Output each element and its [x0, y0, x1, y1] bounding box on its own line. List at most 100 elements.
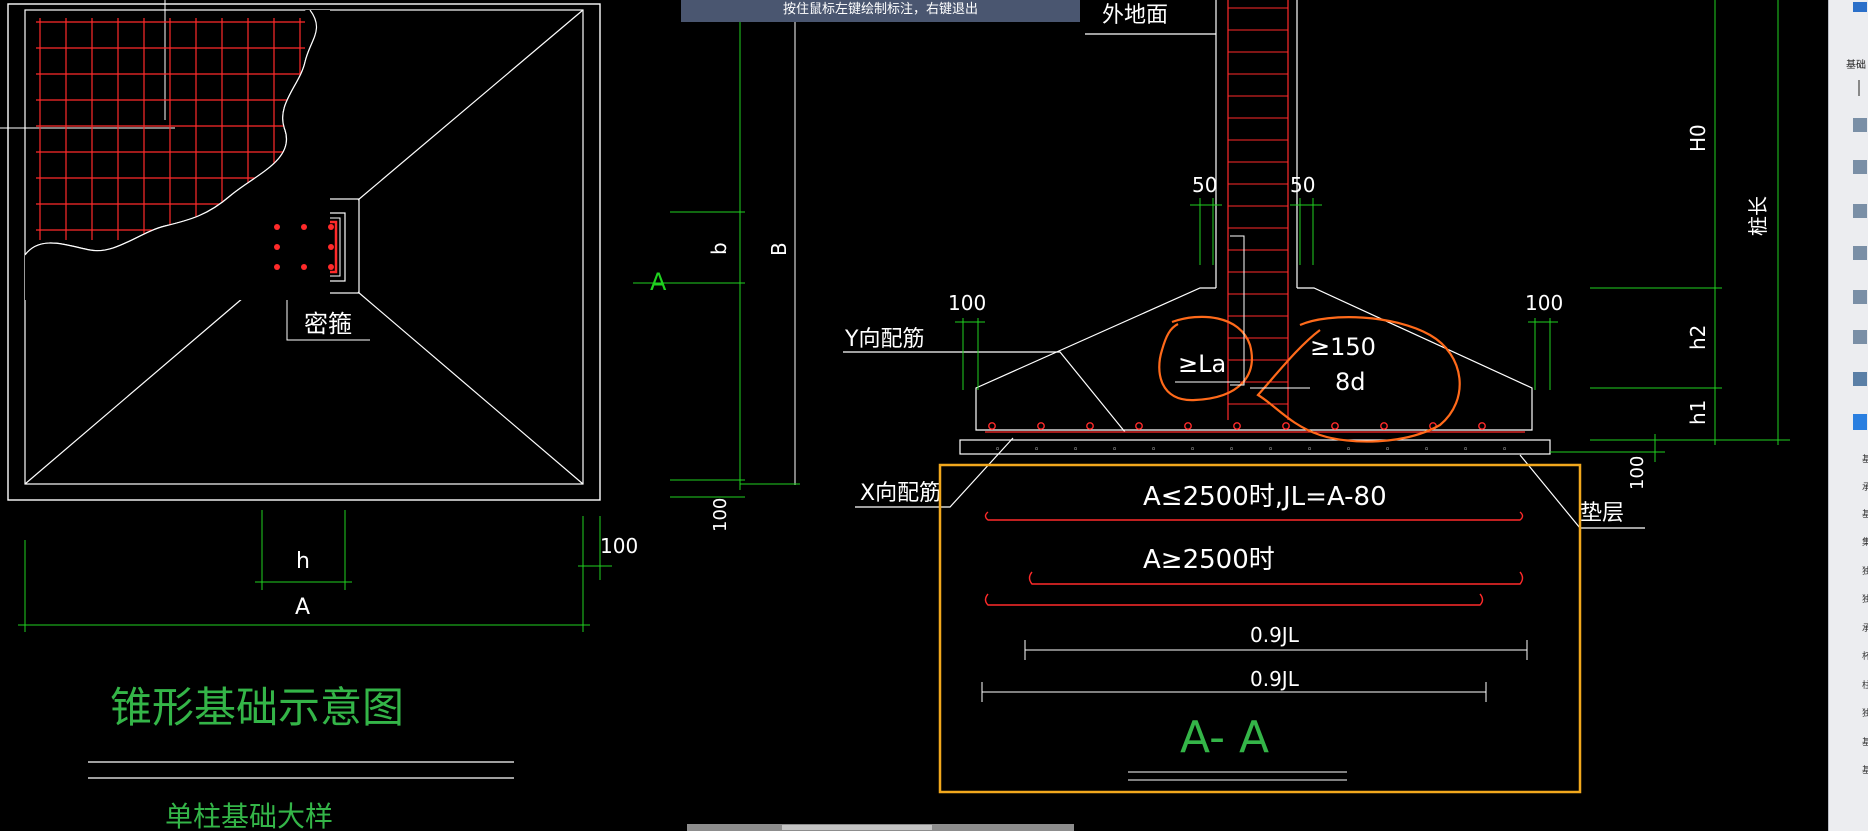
- panel-row-9[interactable]: 柱: [1862, 681, 1868, 691]
- ground-label: 外地面: [1102, 3, 1168, 28]
- column-bar: [274, 224, 280, 230]
- grid-mask: [25, 10, 330, 300]
- section-view: [843, 0, 1645, 529]
- wall-icon: [1853, 290, 1867, 304]
- break-line: [24, 9, 318, 256]
- cushion-mark: ◦: [1385, 445, 1390, 455]
- bottom-bar: [1331, 422, 1339, 430]
- panel-row-1[interactable]: 基: [1862, 455, 1868, 465]
- plan-rebar-grid: [24, 9, 330, 300]
- la-note: ≥La: [1178, 350, 1226, 378]
- cushion-mark: ◦: [1424, 445, 1429, 455]
- column-bar: [328, 244, 334, 250]
- detail-dims: [981, 640, 1528, 781]
- main-title: 锥形基础示意图: [110, 683, 404, 732]
- note-8d: 8d: [1335, 368, 1366, 396]
- bottom-bar: [988, 422, 996, 430]
- h0-label: H0: [1686, 124, 1710, 152]
- column-bar: [274, 244, 280, 250]
- plan-dim-a: A: [295, 595, 310, 620]
- panel-row-5[interactable]: 独: [1862, 567, 1868, 577]
- mid-dim-b-large: B: [767, 242, 791, 256]
- detail-highlight-box[interactable]: [938, 463, 1582, 794]
- la-bracket: [1175, 235, 1310, 389]
- detail-rebars: [984, 511, 1524, 606]
- y-rebar-label: Y向配筋: [844, 327, 924, 352]
- bottom-bar: [1233, 422, 1241, 430]
- bottom-bar: [1135, 422, 1143, 430]
- column-bar: [328, 224, 334, 230]
- dim-100-left: 100: [948, 291, 986, 315]
- mid-dim-100: 100: [710, 498, 731, 532]
- cushion-mark: ◦: [1073, 445, 1078, 455]
- dim-100-right: 100: [1525, 291, 1563, 315]
- cushion-mark: ◦: [1229, 445, 1234, 455]
- column-bar: [328, 264, 334, 270]
- cushion-mark: ◦: [1463, 445, 1468, 455]
- mid-dim-a: A: [650, 268, 667, 296]
- horizontal-scrollbar[interactable]: [687, 824, 1074, 831]
- middle-dims: [633, 0, 800, 498]
- pile-label: 桩长: [1746, 196, 1770, 236]
- cube-icon: [1853, 414, 1867, 430]
- panel-top-label: 基础: [1846, 60, 1866, 71]
- note-150: ≥150: [1310, 333, 1376, 361]
- panel-row-4[interactable]: 集: [1862, 538, 1868, 548]
- slab-icon: [1853, 204, 1867, 218]
- cushion-mark: ◦: [1112, 445, 1117, 455]
- scroll-thumb[interactable]: [782, 825, 932, 830]
- cushion-mark: ◦: [1151, 445, 1156, 455]
- h1-label: h1: [1686, 400, 1710, 425]
- panel-row-12[interactable]: 基: [1862, 766, 1868, 776]
- section-rebar: [985, 0, 1525, 433]
- beam-icon: [1853, 160, 1867, 174]
- cushion-mark: ◦: [1034, 445, 1039, 455]
- detail-dim-1: 0.9JL: [1250, 623, 1300, 647]
- panel-row-3[interactable]: 基: [1862, 510, 1868, 520]
- cushion-mark: ◦: [1307, 445, 1312, 455]
- cushion-mark: ◦: [1268, 445, 1273, 455]
- cushion-mark: ◦: [995, 445, 1000, 455]
- column-bars: [274, 224, 334, 270]
- section-dims: [955, 0, 1790, 462]
- bottom-bar: [1282, 422, 1290, 430]
- command-tooltip: 按住鼠标左键绘制标注，右键退出: [681, 0, 1080, 22]
- footing-icon: [1853, 118, 1867, 132]
- x-rebar-label: X向配筋: [860, 481, 941, 506]
- plan-dim-100: 100: [600, 534, 638, 558]
- sub-title: 单柱基础大样: [165, 800, 333, 831]
- panel-row-6[interactable]: 独: [1862, 595, 1868, 605]
- stirrup-label: 密箍: [304, 310, 352, 338]
- section-bars: [988, 422, 1486, 430]
- column-bar: [301, 264, 307, 270]
- section-rebar-hatch: ◦ ◦ ◦ ◦ ◦ ◦ ◦ ◦ ◦ ◦ ◦ ◦ ◦ ◦: [995, 7, 1507, 455]
- cushion-mark: ◦: [1346, 445, 1351, 455]
- panel-row-10[interactable]: 独: [1862, 709, 1868, 719]
- block-icon: [1853, 246, 1867, 260]
- dim-100-bottom: 100: [1627, 456, 1648, 490]
- panel-row-8[interactable]: 杯: [1862, 652, 1868, 662]
- panel-row-11[interactable]: 基: [1862, 738, 1868, 748]
- cushion-mark: ◦: [1190, 445, 1195, 455]
- orange-markup: [1158, 315, 1461, 443]
- h2-label: h2: [1686, 325, 1710, 350]
- detail-title: A- A: [1180, 712, 1269, 763]
- panel-icons: [1853, 2, 1867, 430]
- detail-dim-2: 0.9JL: [1250, 667, 1300, 691]
- plan-dim-h: h: [296, 549, 310, 574]
- column-bar: [301, 224, 307, 230]
- cushion-mark: ◦: [1502, 445, 1507, 455]
- mid-dim-b-small: b: [707, 242, 731, 255]
- dim-50-right: 50: [1290, 173, 1315, 197]
- right-tool-panel[interactable]: 基础 基 承 基 集 独 独 承 杯 柱 独 基 基: [1828, 0, 1868, 831]
- bottom-bar: [1380, 422, 1388, 430]
- bottom-bar: [1184, 422, 1192, 430]
- panel-row-7[interactable]: 承: [1862, 624, 1868, 634]
- pit-icon: [1853, 372, 1867, 386]
- cushion-label: 垫层: [1580, 501, 1624, 526]
- panel-row-2[interactable]: 承: [1862, 483, 1868, 493]
- bottom-bar: [1478, 422, 1486, 430]
- detail-rule-2: A≥2500时: [1143, 545, 1275, 575]
- bottom-bar: [1037, 422, 1045, 430]
